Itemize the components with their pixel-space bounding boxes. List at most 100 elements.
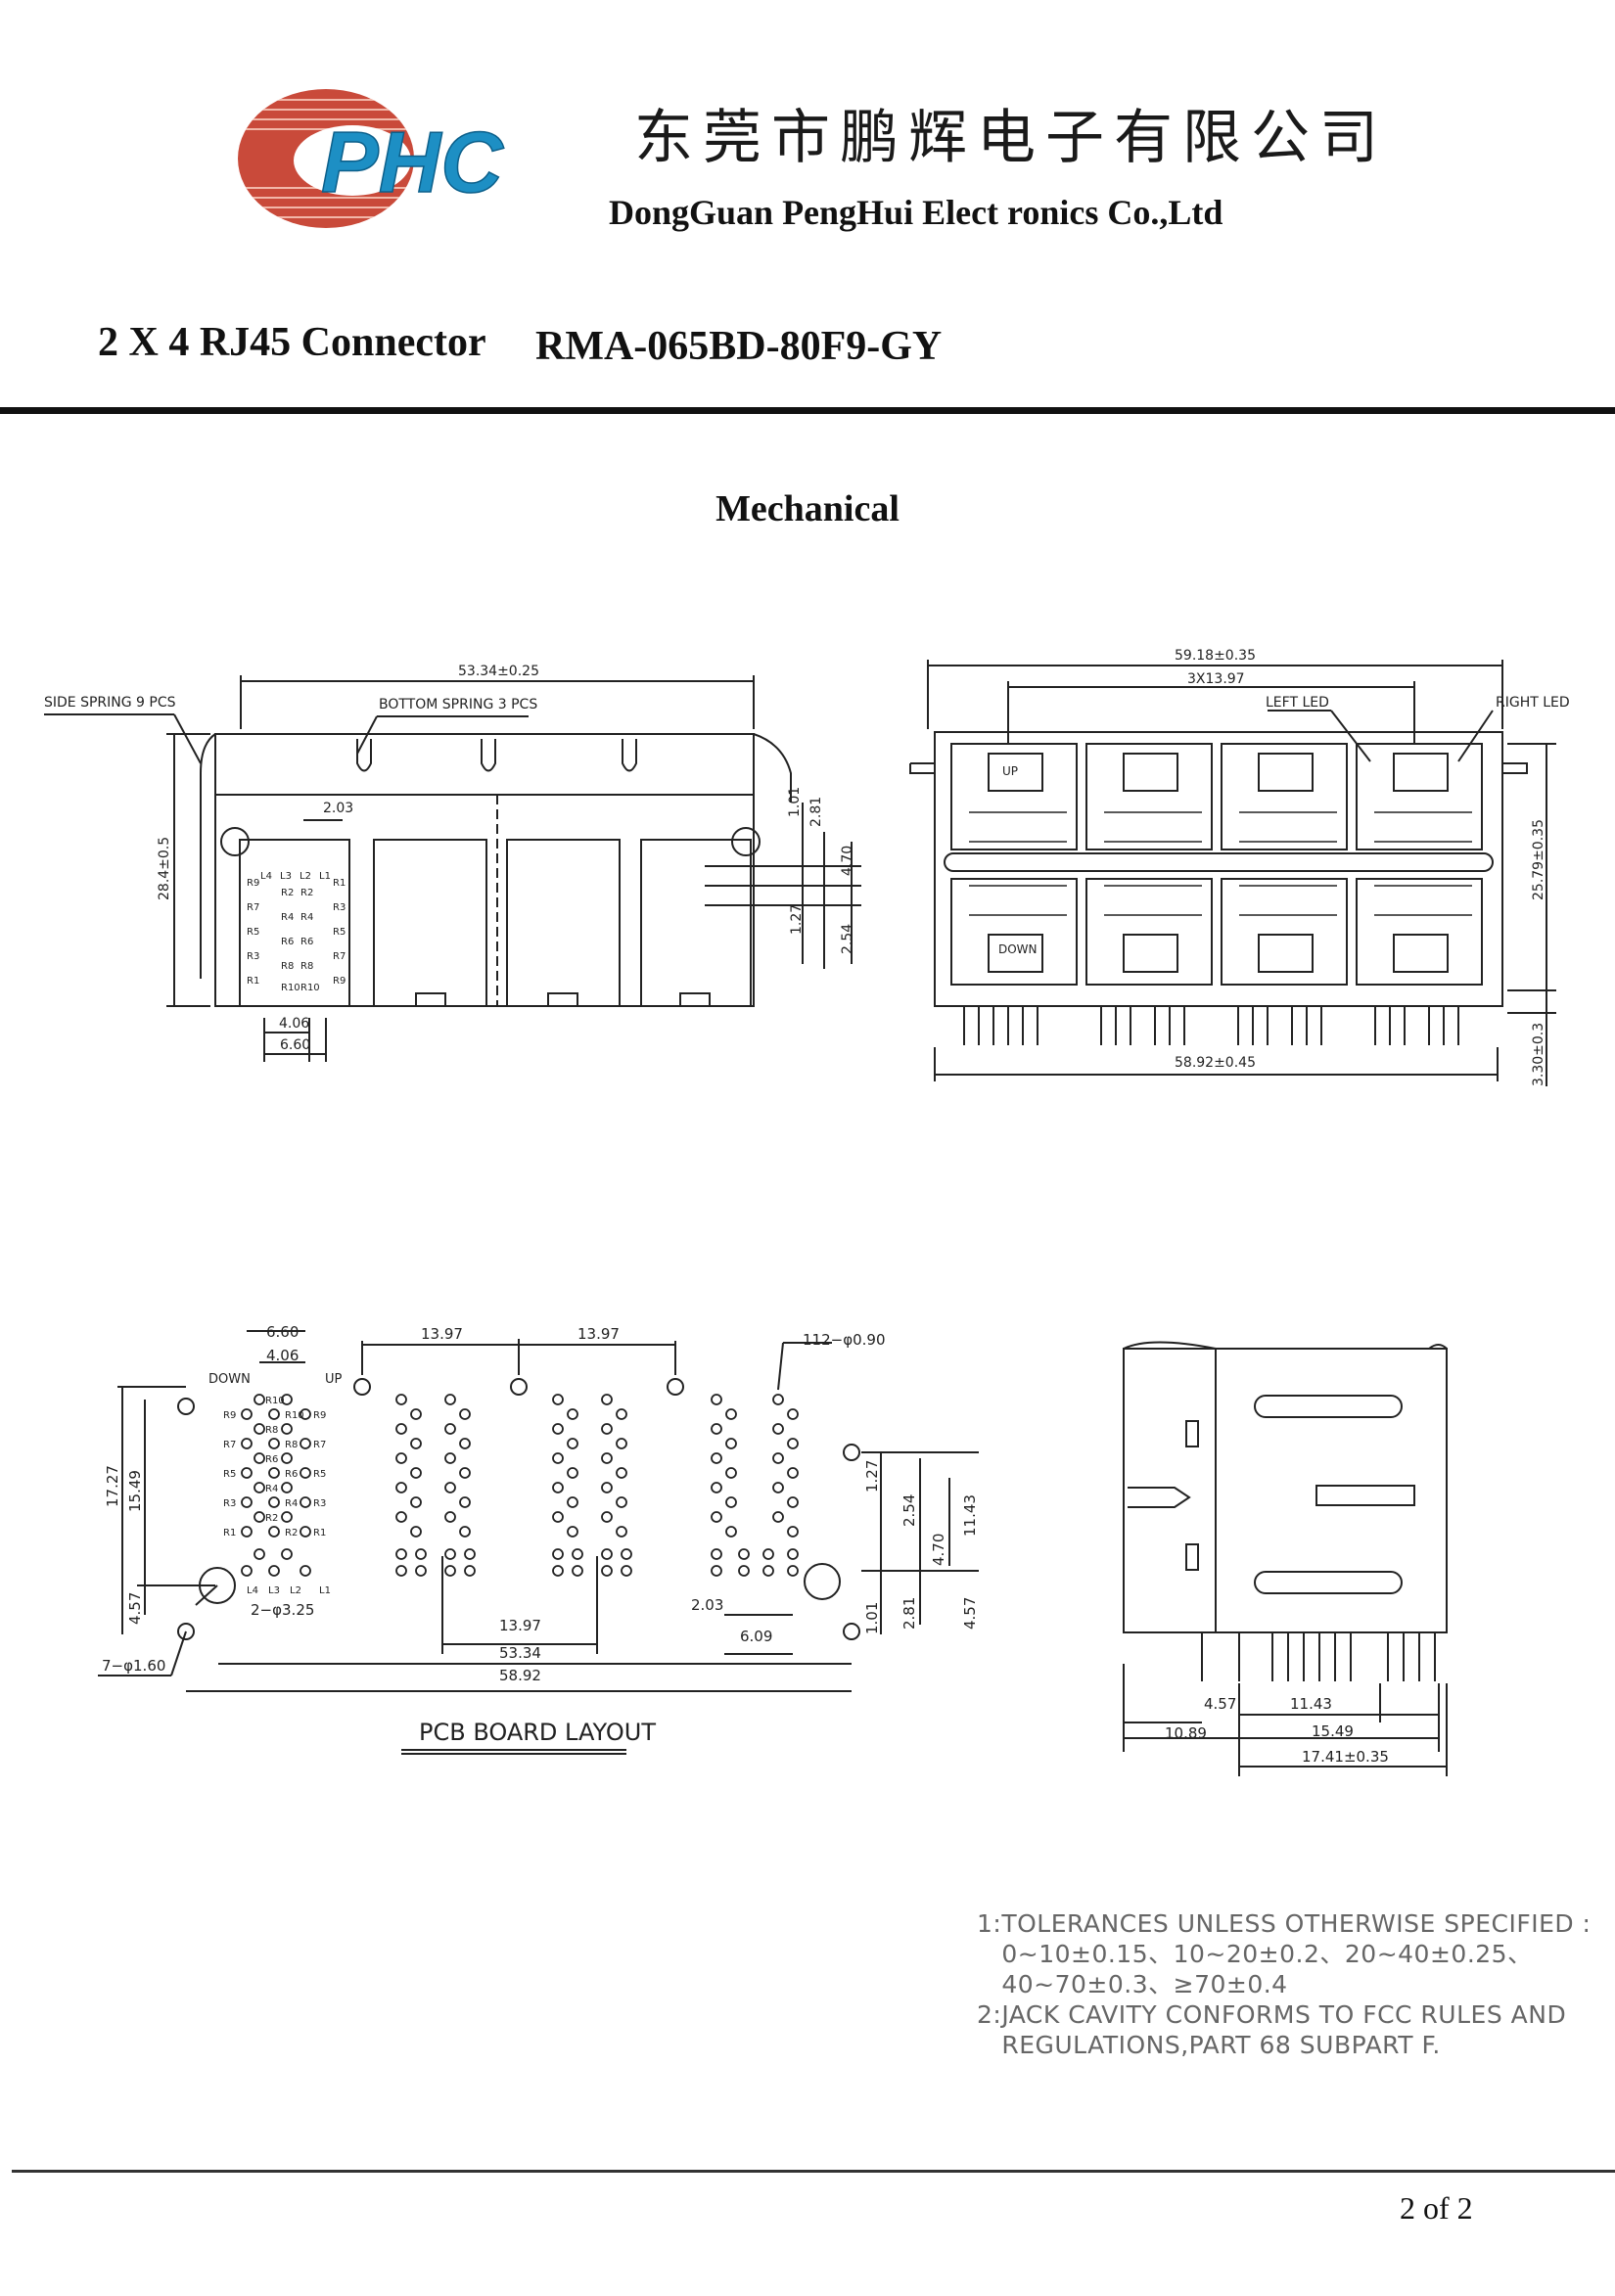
- svg-text:R7: R7: [247, 902, 259, 913]
- svg-text:R3: R3: [333, 902, 346, 913]
- svg-text:L1: L1: [319, 871, 331, 882]
- pcb-d457-right: 4.57: [961, 1597, 979, 1630]
- svg-text:R7: R7: [333, 951, 346, 962]
- svg-text:R5: R5: [333, 927, 346, 938]
- pcb-d281: 2.81: [900, 1597, 918, 1630]
- pcb-d457: 4.57: [126, 1592, 144, 1625]
- svg-text:R4: R4: [265, 1484, 278, 1494]
- front-d127: 1.27: [789, 904, 805, 935]
- part-number: RMA-065BD-80F9-GY: [535, 324, 943, 369]
- pcb-d203: 2.03: [691, 1596, 723, 1614]
- side-d1143: 11.43: [1290, 1695, 1332, 1713]
- pcb-holes: 112−φ0.90: [803, 1331, 886, 1349]
- top-right-led: RIGHT LED: [1496, 695, 1570, 711]
- pcb-down: DOWN: [208, 1372, 251, 1387]
- svg-text:R2: R2: [285, 1528, 298, 1538]
- drawing-notes: 1:TOLERANCES UNLESS OTHERWISE SPECIFIED …: [977, 1909, 1592, 2059]
- svg-text:L1: L1: [319, 1585, 331, 1596]
- pcb-d1549: 15.49: [126, 1470, 144, 1512]
- svg-text:L2: L2: [290, 1585, 301, 1596]
- svg-text:R10: R10: [285, 1410, 304, 1421]
- pcb-d101: 1.01: [863, 1602, 881, 1634]
- svg-text:R3: R3: [313, 1498, 326, 1509]
- pcb-pitch-a: 13.97: [421, 1325, 463, 1343]
- svg-text:R10: R10: [265, 1396, 285, 1406]
- phc-logo: PHC: [238, 89, 505, 228]
- svg-text:R4: R4: [285, 1498, 298, 1509]
- svg-text:R9: R9: [247, 878, 259, 889]
- svg-text:R4: R4: [300, 912, 313, 923]
- svg-text:R5: R5: [247, 927, 259, 938]
- section-title: Mechanical: [715, 488, 900, 529]
- top-overall: 59.18±0.35: [1175, 648, 1256, 664]
- svg-text:R1: R1: [247, 976, 259, 987]
- svg-text:R1: R1: [223, 1528, 236, 1538]
- top-height: 25.79±0.35: [1531, 819, 1546, 900]
- svg-text:L3: L3: [280, 871, 292, 882]
- pcb-d470: 4.70: [930, 1534, 947, 1566]
- front-d406: 4.06: [279, 1016, 309, 1032]
- product-description: 2 X 4 RJ45 Connector: [98, 320, 486, 365]
- svg-text:R2: R2: [300, 888, 313, 898]
- svg-text:R8: R8: [265, 1425, 278, 1436]
- svg-text:R8: R8: [285, 1440, 298, 1450]
- svg-text:R8: R8: [281, 961, 294, 972]
- front-d470: 4.70: [840, 846, 855, 876]
- page-number: 2 of 2: [1400, 2190, 1473, 2226]
- svg-text:R6: R6: [265, 1454, 278, 1465]
- svg-text:R7: R7: [223, 1440, 236, 1450]
- svg-text:L4: L4: [247, 1585, 258, 1596]
- svg-text:R10: R10: [281, 983, 300, 993]
- pcb-d5334: 53.34: [499, 1644, 541, 1662]
- pcb-pitch-b: 13.97: [577, 1325, 620, 1343]
- pcb-pegs: 2−φ3.25: [251, 1601, 314, 1619]
- svg-text:L2: L2: [300, 871, 311, 882]
- svg-text:R9: R9: [223, 1410, 236, 1421]
- front-d203: 2.03: [323, 801, 353, 816]
- svg-text:R6: R6: [285, 1469, 298, 1480]
- svg-text:R9: R9: [313, 1410, 326, 1421]
- pcb-d1397: 13.97: [499, 1617, 541, 1634]
- pcb-layout-title: PCB BOARD LAYOUT: [419, 1719, 656, 1746]
- company-name-chinese: 东莞市鹏辉电子有限公司: [634, 104, 1388, 172]
- svg-text:R1: R1: [313, 1528, 326, 1538]
- svg-text:R4: R4: [281, 912, 294, 923]
- front-height: 28.4±0.5: [157, 837, 172, 900]
- pcb-up: UP: [325, 1372, 343, 1387]
- svg-text:R2: R2: [281, 888, 294, 898]
- svg-text:R10: R10: [300, 983, 320, 993]
- footer-divider: [12, 2170, 1615, 2173]
- front-d101: 1.01: [787, 787, 803, 817]
- pcb-d1143: 11.43: [961, 1494, 979, 1537]
- pcb-posts: 7−φ1.60: [102, 1657, 165, 1675]
- pcb-d127: 1.27: [863, 1460, 881, 1492]
- company-name-english: DongGuan PengHui Elect ronics Co.,Ltd: [609, 193, 1223, 232]
- top-down-label: DOWN: [998, 942, 1038, 956]
- side-view-drawing: [1123, 1341, 1448, 1776]
- pcb-d406: 4.06: [266, 1347, 299, 1364]
- top-pitch: 3X13.97: [1187, 671, 1245, 687]
- pcb-d660: 6.60: [266, 1323, 299, 1341]
- top-left-led: LEFT LED: [1266, 695, 1329, 711]
- top-bottom-width: 58.92±0.45: [1175, 1055, 1256, 1071]
- header-divider: [0, 407, 1615, 414]
- front-view-drawing: [44, 675, 861, 1062]
- svg-text:L4: L4: [260, 871, 272, 882]
- side-d1741: 17.41±0.35: [1302, 1748, 1389, 1766]
- pcb-d1727: 17.27: [104, 1465, 121, 1507]
- top-standoff: 3.30±0.3: [1531, 1023, 1546, 1086]
- front-d660: 6.60: [280, 1037, 310, 1053]
- front-width: 53.34±0.25: [458, 664, 539, 679]
- pcb-d609: 6.09: [740, 1628, 772, 1645]
- svg-text:R3: R3: [247, 951, 259, 962]
- svg-text:R1: R1: [333, 878, 346, 889]
- front-d281: 2.81: [808, 797, 824, 827]
- svg-text:R6: R6: [281, 937, 294, 947]
- side-d1549: 15.49: [1312, 1722, 1354, 1740]
- svg-text:R3: R3: [223, 1498, 236, 1509]
- front-side-spring: SIDE SPRING 9 PCS: [44, 695, 176, 711]
- front-d254: 2.54: [840, 924, 855, 954]
- pcb-layout-drawing: [98, 1330, 979, 1755]
- pcb-d254: 2.54: [900, 1494, 918, 1527]
